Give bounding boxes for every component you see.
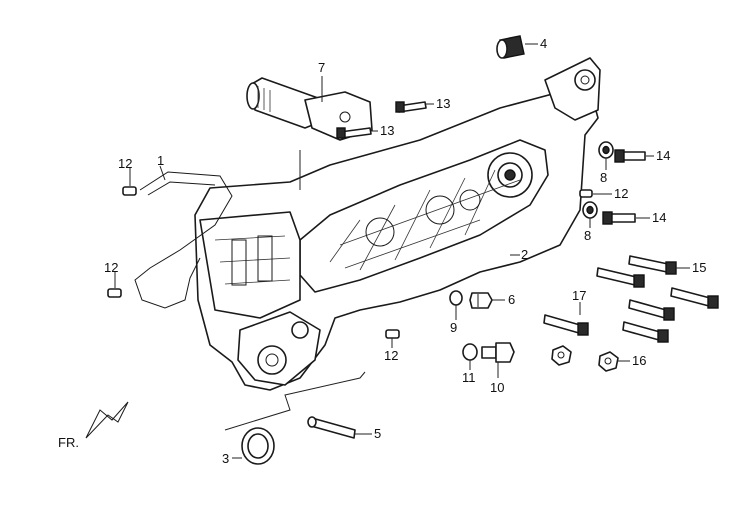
long-bolt-17 xyxy=(543,314,589,336)
long-bolt-15-c xyxy=(670,287,719,309)
starter-bolt-upper xyxy=(395,101,427,113)
callout-14-upper: 14 xyxy=(656,148,670,163)
long-bolt-15-e xyxy=(622,321,669,343)
callout-17: 17 xyxy=(572,288,586,303)
dowel-pin-lower-left xyxy=(107,288,122,298)
long-bolt-15-a xyxy=(628,255,677,275)
bolt-14-lower xyxy=(602,211,636,225)
starter-motor xyxy=(246,77,373,141)
callout-12-right: 12 xyxy=(614,186,628,201)
callout-12-lower-left: 12 xyxy=(104,260,118,275)
callout-12-upper-left: 12 xyxy=(118,156,132,171)
long-bolt-15-b xyxy=(596,267,645,288)
callout-2: 2 xyxy=(521,247,528,262)
crankcase-main-body xyxy=(194,57,601,391)
leader-lines xyxy=(114,43,690,459)
washer-lower xyxy=(582,201,598,219)
dowel-pin-upper-left xyxy=(122,186,137,196)
callout-1: 1 xyxy=(157,153,164,168)
gasket xyxy=(134,171,233,309)
starter-bolt-lower xyxy=(336,127,372,139)
dowel-pin-right xyxy=(579,189,593,198)
callout-6: 6 xyxy=(508,292,515,307)
callout-5: 5 xyxy=(374,426,381,441)
callout-16: 16 xyxy=(632,353,646,368)
nut-16-left xyxy=(551,345,572,366)
front-direction-label: FR. xyxy=(58,435,79,450)
washer-11 xyxy=(462,343,478,361)
shaft-pin-5 xyxy=(307,416,356,439)
bolt-14-upper xyxy=(614,149,646,163)
oil-seal-3 xyxy=(241,427,275,465)
callout-12-bottom: 12 xyxy=(384,348,398,363)
callout-9: 9 xyxy=(450,320,457,335)
washer-upper xyxy=(598,141,614,159)
long-bolt-15-d xyxy=(628,299,675,321)
callout-13-upper: 13 xyxy=(436,96,450,111)
callout-4: 4 xyxy=(540,36,547,51)
callout-3: 3 xyxy=(222,451,229,466)
nut-16-right xyxy=(598,351,619,372)
callout-8-lower: 8 xyxy=(584,228,591,243)
washer-9 xyxy=(449,290,463,306)
callout-14-lower: 14 xyxy=(652,210,666,225)
callout-11: 11 xyxy=(462,370,476,385)
rubber-bushing xyxy=(496,35,525,59)
callout-labels: 1 2 3 4 5 6 7 8 8 9 10 11 12 12 12 12 13… xyxy=(104,36,706,466)
callout-7: 7 xyxy=(318,60,325,75)
callout-8-upper: 8 xyxy=(600,170,607,185)
drain-bolt-10 xyxy=(481,342,515,363)
callout-10: 10 xyxy=(490,380,504,395)
plug-6 xyxy=(469,292,493,309)
callout-13-lower: 13 xyxy=(380,123,394,138)
callout-15: 15 xyxy=(692,260,706,275)
dowel-pin-bottom xyxy=(385,329,400,339)
front-direction-arrow: FR. xyxy=(58,401,129,450)
